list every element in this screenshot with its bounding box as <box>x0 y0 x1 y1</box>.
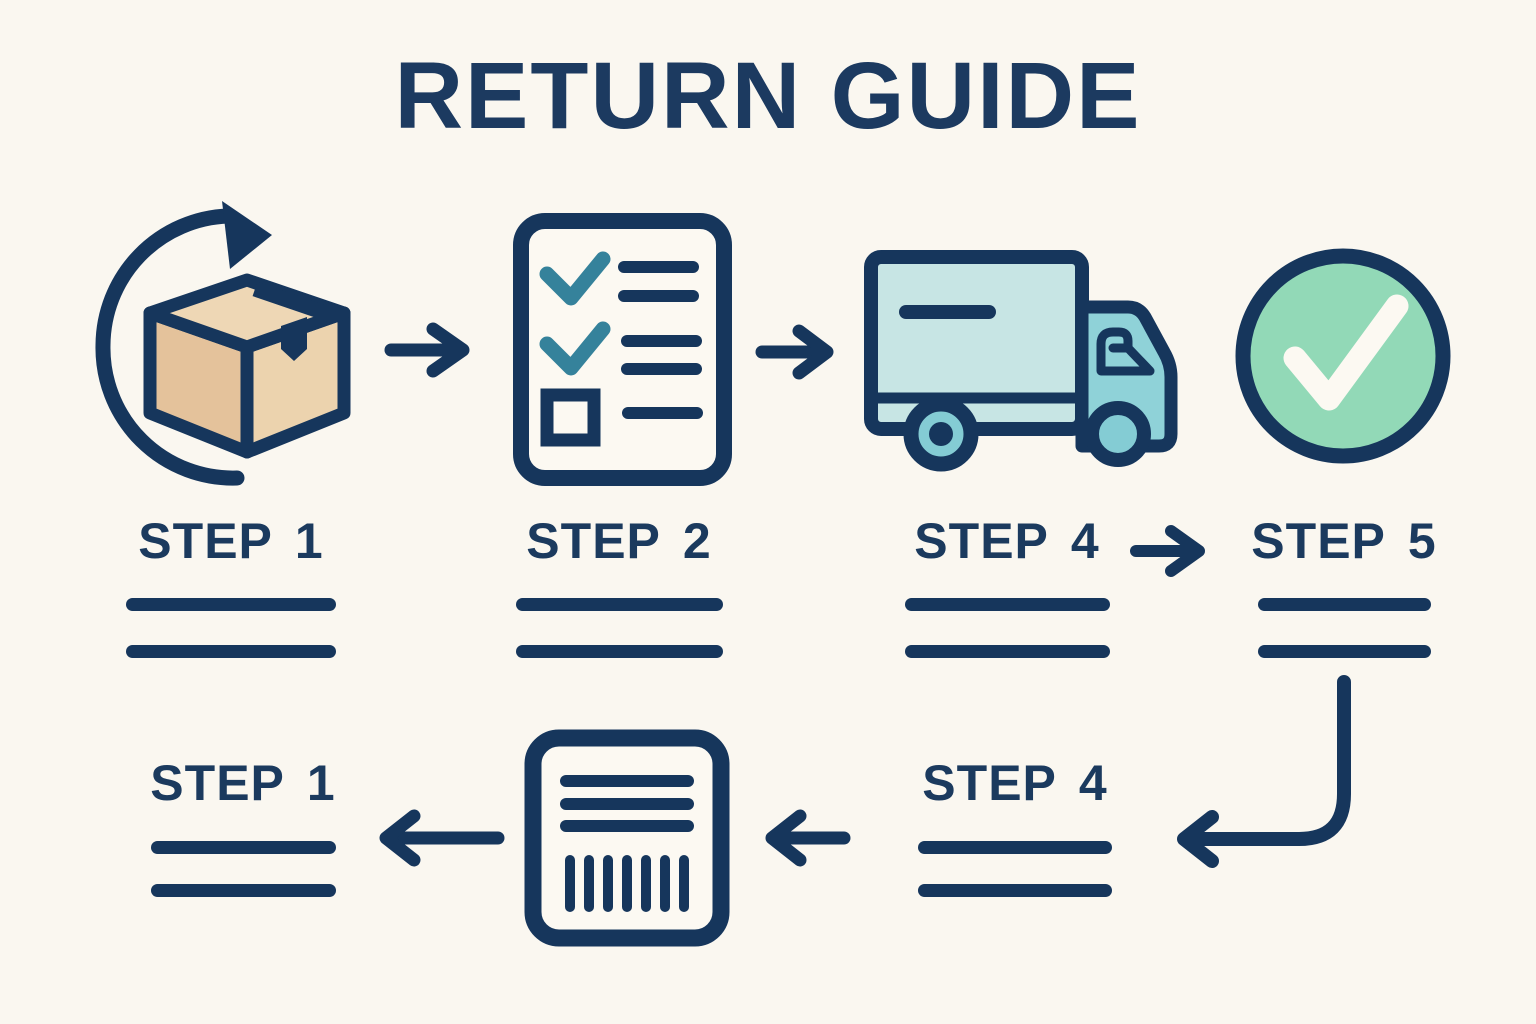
step-block-row1-4: STEP 5 <box>1204 516 1484 658</box>
step-label: STEP 4 <box>922 755 1108 811</box>
barcode-label-icon <box>524 729 730 947</box>
step-label: STEP 1 <box>138 513 324 569</box>
step-label: STEP 5 <box>1251 513 1437 569</box>
placeholder-line <box>904 645 1110 658</box>
placeholder-line <box>150 884 336 897</box>
checklist-icon <box>513 213 732 486</box>
return-box-icon <box>95 201 351 486</box>
placeholder-line <box>126 598 336 611</box>
arrow-right-icon <box>755 324 834 380</box>
step-label: STEP 2 <box>526 513 712 569</box>
placeholder-line <box>1257 598 1431 611</box>
arrow-right-icon <box>1130 525 1205 577</box>
success-check-icon <box>1235 248 1451 464</box>
step-block-row1-1: STEP 1 <box>91 516 371 658</box>
step-block-row1-3: STEP 4 <box>867 516 1147 658</box>
page-title: RETURN GUIDE <box>394 43 1142 149</box>
placeholder-line <box>126 645 336 658</box>
placeholder-line <box>515 598 723 611</box>
step-block-row2-1: STEP 1 <box>103 758 383 897</box>
placeholder-line <box>150 841 336 854</box>
arrow-left-icon <box>379 809 505 867</box>
placeholder-line <box>515 645 723 658</box>
step-label: STEP 4 <box>914 513 1100 569</box>
arrow-right-icon <box>384 322 470 378</box>
placeholder-line <box>918 841 1112 854</box>
arrow-left-icon <box>765 809 851 867</box>
placeholder-line <box>904 598 1110 611</box>
elbow-arrow-icon <box>1177 675 1351 868</box>
step-label: STEP 1 <box>150 755 336 811</box>
step-block-row2-2: STEP 4 <box>875 758 1155 897</box>
step-block-row1-2: STEP 2 <box>479 516 759 658</box>
delivery-truck-icon <box>864 250 1178 472</box>
placeholder-line <box>918 884 1112 897</box>
placeholder-line <box>1257 645 1431 658</box>
